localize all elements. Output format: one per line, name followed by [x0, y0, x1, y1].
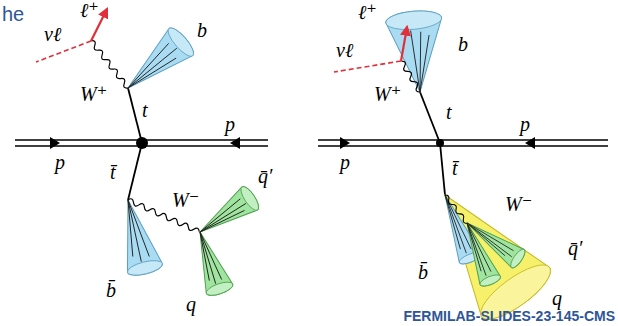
particle-label: W⁺ — [80, 84, 107, 104]
particle-label: t̄ — [452, 158, 458, 178]
particle-label: t — [446, 102, 452, 122]
particle-label: b̄ — [418, 262, 428, 282]
reference-id: FERMILAB-SLIDES-23-145-CMS — [403, 308, 615, 324]
particle-label: p — [225, 114, 235, 134]
right-diagram — [318, 9, 608, 326]
particle-label: W⁻ — [505, 194, 532, 214]
particle-label: p — [55, 152, 65, 172]
particle-label: q̄′ — [258, 166, 272, 186]
particle-label: W⁻ — [172, 190, 199, 210]
particle-label: q — [552, 288, 562, 308]
particle-label: b — [197, 20, 207, 40]
particle-label: b̄ — [106, 280, 116, 300]
particle-label: ℓ⁺ — [358, 2, 377, 22]
slide-text: he — [2, 4, 24, 24]
particle-label: p — [520, 114, 530, 134]
particle-label: p — [340, 152, 350, 172]
particle-label: νℓ — [336, 40, 353, 60]
particle-label: t — [142, 100, 148, 120]
particle-label: q̄′ — [568, 238, 582, 258]
particle-label: νℓ — [44, 24, 61, 44]
particle-label: q — [186, 294, 196, 314]
particle-label: b — [458, 34, 468, 54]
particle-label: ℓ⁺ — [80, 0, 99, 20]
particle-label: W⁺ — [374, 84, 401, 104]
left-diagram — [15, 9, 268, 298]
particle-label: t̄ — [110, 162, 116, 182]
